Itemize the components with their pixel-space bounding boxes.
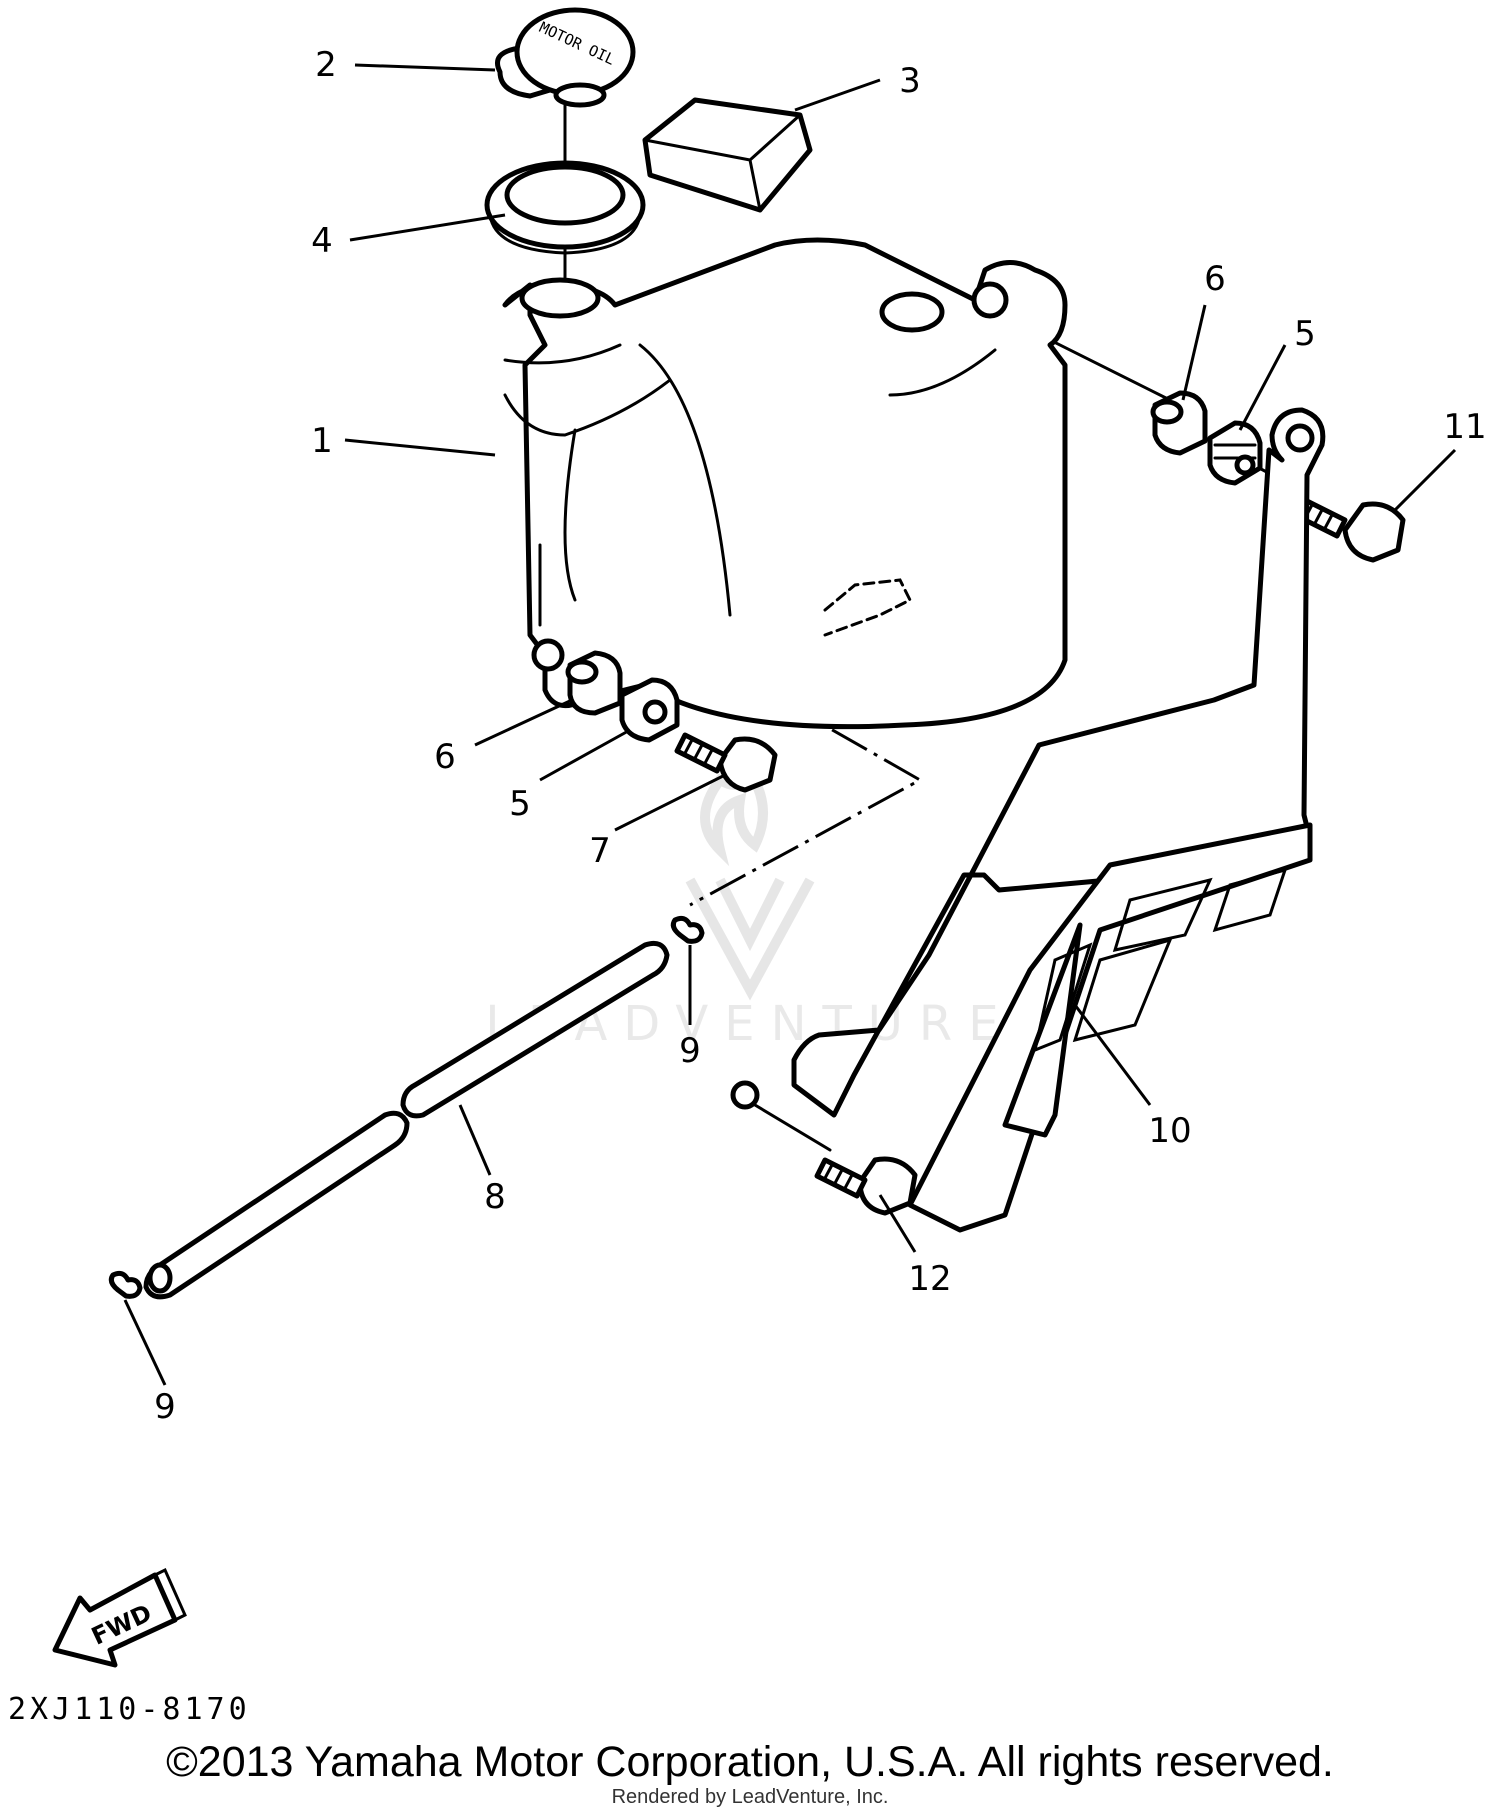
- callout-5-left: 5: [509, 784, 531, 824]
- leader-lines: [123, 63, 1457, 1386]
- oil-tank-cap: MOTOR OIL: [495, 7, 636, 108]
- callout-1-cap: 2: [315, 45, 337, 85]
- callout-10: 10: [1148, 1111, 1191, 1151]
- hose-route-line: [689, 698, 924, 907]
- tank-bracket: [730, 407, 1326, 1233]
- rendered-by: Rendered by LeadVenture, Inc.: [611, 1786, 889, 1808]
- callout-8: 8: [484, 1177, 506, 1217]
- callout-6-left: 6: [434, 737, 456, 777]
- callout-12: 12: [908, 1259, 951, 1299]
- callout-7: 7: [589, 831, 611, 871]
- diagram-code: 2XJ110-8170: [8, 1692, 251, 1727]
- callout-3-pad: 3: [899, 61, 921, 101]
- callout-9-lower: 9: [154, 1387, 176, 1427]
- grommet-left: [619, 677, 680, 743]
- collar-right: [1150, 390, 1208, 456]
- copyright-notice: ©2013 Yamaha Motor Corporation, U.S.A. A…: [166, 1738, 1334, 1786]
- filler-grommet: [484, 160, 646, 255]
- grommet-right: [1207, 420, 1263, 486]
- callout-4-grommet: 4: [311, 221, 333, 261]
- pad: [642, 97, 813, 213]
- centerline-bolt-12: [753, 1103, 832, 1152]
- oil-tank: [502, 237, 1068, 730]
- collar-left: [565, 650, 623, 716]
- hose-clip-lower: [108, 1270, 143, 1299]
- callout-6-right: 6: [1204, 259, 1226, 299]
- callout-9-upper: 9: [679, 1031, 701, 1071]
- forward-arrow-icon: FWD: [52, 1567, 187, 1668]
- bolt-7: [674, 732, 778, 793]
- callout-labels: 2 3 4 1 5 6 11 6 5 7 9 10 8 12 9: [154, 45, 1486, 1427]
- bolt-11: [1294, 497, 1406, 563]
- callout-1-tank: 1: [311, 421, 333, 461]
- hose-clip-upper: [670, 915, 705, 944]
- oil-hose: [143, 940, 670, 1300]
- callout-11: 11: [1443, 407, 1486, 447]
- bolt-12: [814, 1156, 918, 1216]
- callout-5-right: 5: [1294, 314, 1316, 354]
